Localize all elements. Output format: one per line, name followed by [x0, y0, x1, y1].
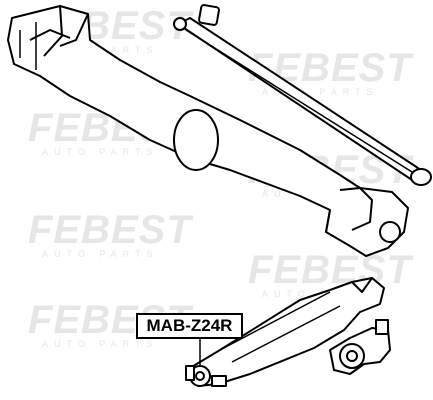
trailing-arm	[185, 277, 385, 387]
bushing-bracket	[329, 319, 391, 375]
lateral-rod	[173, 4, 432, 186]
part-number-label: MAB-Z24R	[136, 313, 243, 339]
rear-axle-beam	[7, 5, 409, 257]
